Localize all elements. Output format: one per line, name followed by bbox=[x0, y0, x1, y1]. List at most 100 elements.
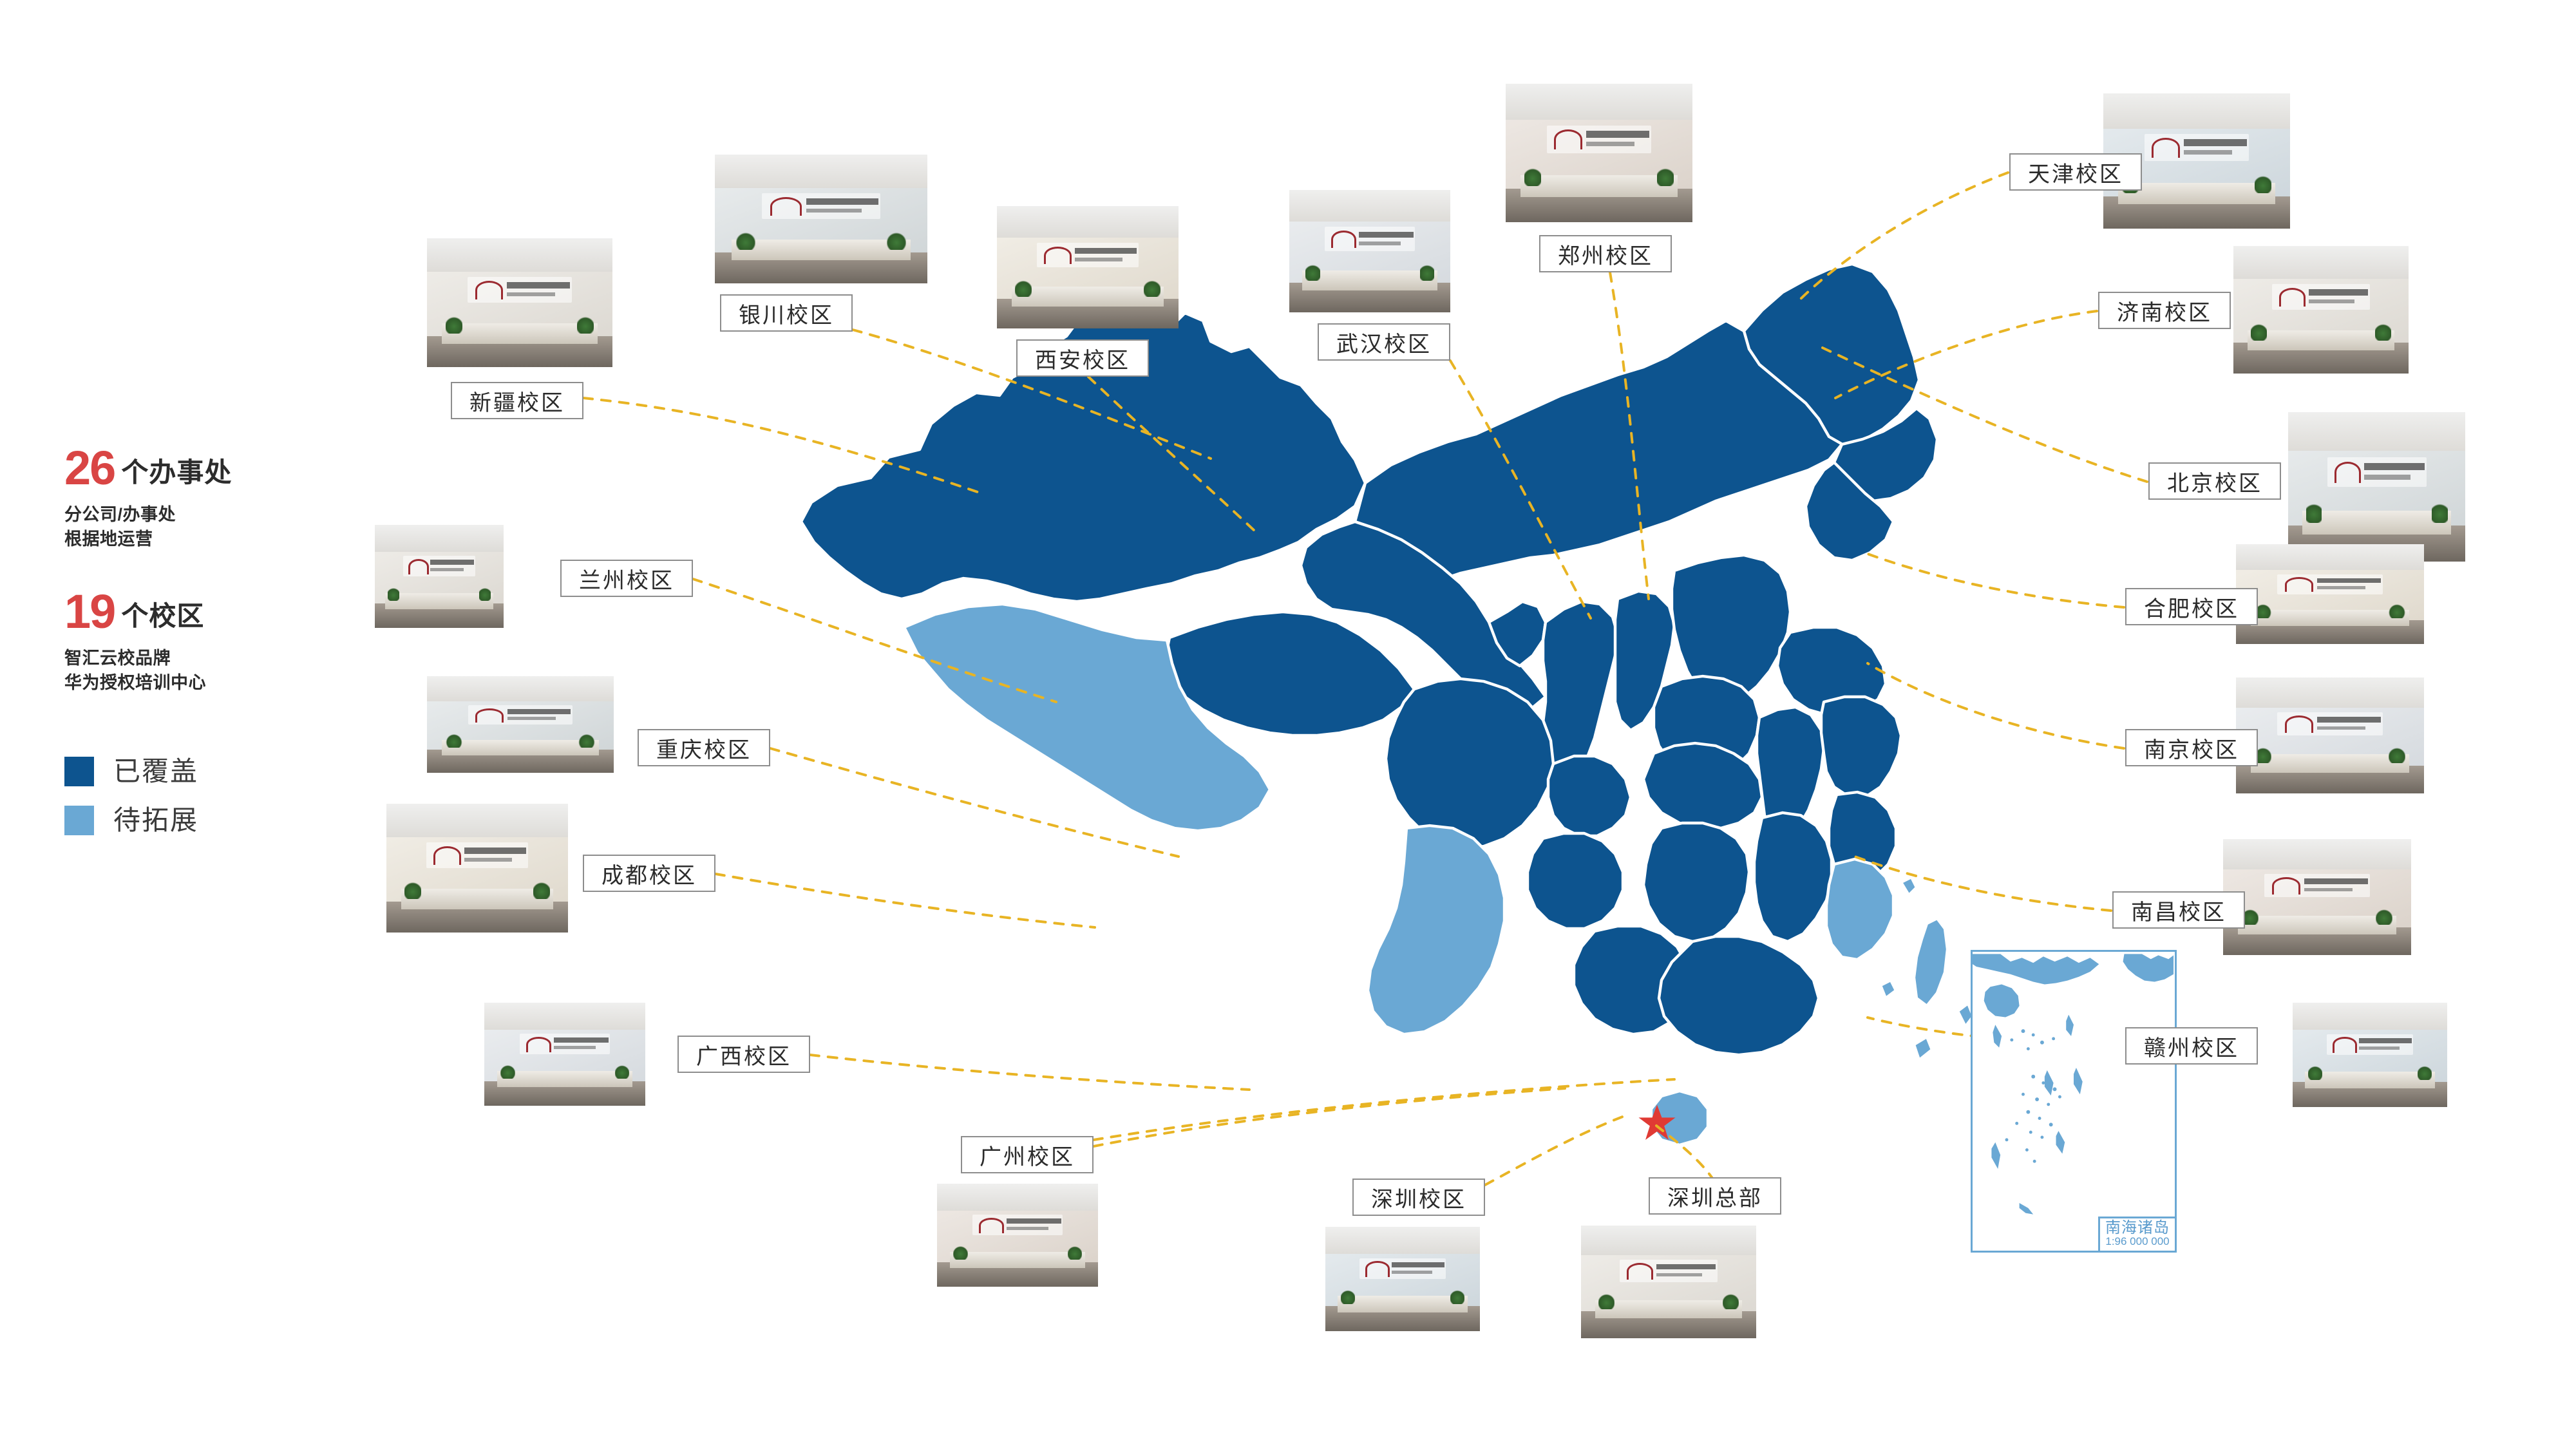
photo-brand-logo-icon bbox=[1044, 246, 1072, 265]
site-photo-nanjing bbox=[2236, 677, 2424, 793]
legend-label-covered: 已覆盖 bbox=[113, 756, 199, 786]
site-label-text: 成都校区 bbox=[601, 863, 697, 888]
photo-sign-text bbox=[553, 1037, 609, 1043]
site-label-text: 赣州校区 bbox=[2144, 1036, 2239, 1061]
photo-plant-left bbox=[1341, 1289, 1355, 1304]
photo-content bbox=[1506, 84, 1692, 222]
photo-plant-left bbox=[446, 734, 463, 748]
site-photo-xinjiang bbox=[427, 238, 612, 367]
site-label-shenzhen[interactable]: 深圳校区 bbox=[1352, 1179, 1485, 1216]
site-photo-chongqing bbox=[427, 676, 614, 773]
photo-plant-right bbox=[578, 734, 595, 748]
photo-brand-logo-icon bbox=[2284, 715, 2313, 733]
photo-plant-right bbox=[1723, 1293, 1739, 1309]
site-label-jinan[interactable]: 济南校区 bbox=[2098, 292, 2231, 329]
photo-content bbox=[427, 676, 614, 773]
site-label-lanzhou[interactable]: 兰州校区 bbox=[560, 560, 693, 597]
islet-c bbox=[1912, 1035, 1934, 1062]
site-label-nanjing[interactable]: 南京校区 bbox=[2125, 729, 2258, 766]
photo-plant-right bbox=[2375, 322, 2391, 341]
site-label-text: 北京校区 bbox=[2167, 471, 2262, 496]
photo-plant-left bbox=[736, 232, 755, 250]
site-label-shenzhenhq[interactable]: 深圳总部 bbox=[1649, 1177, 1781, 1215]
photo-reception-desk bbox=[385, 592, 493, 610]
photo-sign-subtext bbox=[2183, 150, 2233, 155]
site-photo-xian bbox=[997, 206, 1179, 328]
site-label-xinjiang[interactable]: 新疆校区 bbox=[451, 382, 583, 419]
photo-sign-subtext bbox=[507, 717, 556, 720]
site-label-zhengzhou[interactable]: 郑州校区 bbox=[1539, 235, 1672, 272]
photo-ceiling bbox=[2103, 93, 2290, 129]
photo-sign-text bbox=[2364, 462, 2425, 471]
photo-plant-right bbox=[1144, 279, 1160, 297]
province-jiangsu bbox=[1819, 695, 1903, 799]
china-map-svg bbox=[799, 262, 1975, 1147]
south-china-sea-inset: 南海诸岛 1:96 000 000 bbox=[1971, 950, 2177, 1253]
site-label-beijing[interactable]: 北京校区 bbox=[2148, 462, 2281, 500]
site-label-guangzhou[interactable]: 广州校区 bbox=[961, 1136, 1094, 1173]
photo-brand-logo-icon bbox=[526, 1036, 551, 1052]
photo-content bbox=[427, 238, 612, 367]
photo-ceiling bbox=[715, 155, 927, 188]
photo-brand-logo-icon bbox=[2284, 577, 2313, 592]
inset-scale: 1:96 000 000 bbox=[2105, 1235, 2170, 1248]
site-label-text: 济南校区 bbox=[2117, 300, 2212, 325]
province-chongqing bbox=[1546, 754, 1633, 838]
photo-content bbox=[2236, 677, 2424, 793]
photo-plant-left bbox=[953, 1245, 968, 1260]
photo-ceiling bbox=[1506, 84, 1692, 120]
photo-plant-left bbox=[1305, 263, 1320, 281]
photo-sign-subtext bbox=[1358, 241, 1401, 245]
photo-content bbox=[2288, 412, 2465, 562]
province-hebei bbox=[1670, 553, 1792, 709]
photo-plant-right bbox=[479, 587, 491, 601]
province-yunnan bbox=[1366, 824, 1506, 1036]
photo-sign-text bbox=[1358, 231, 1414, 238]
site-label-text: 深圳总部 bbox=[1667, 1186, 1763, 1211]
site-label-wuhan[interactable]: 武汉校区 bbox=[1318, 323, 1450, 361]
photo-sign-subtext bbox=[2359, 1046, 2400, 1050]
photo-content bbox=[937, 1184, 1098, 1287]
photo-brand-logo-icon bbox=[2271, 877, 2300, 895]
photo-plant-right bbox=[1656, 167, 1674, 187]
photo-ceiling bbox=[2293, 1003, 2447, 1030]
site-label-tianjin[interactable]: 天津校区 bbox=[2009, 153, 2142, 191]
site-label-ganzhou[interactable]: 赣州校区 bbox=[2125, 1027, 2258, 1065]
province-hubei bbox=[1642, 741, 1764, 830]
site-label-text: 西安校区 bbox=[1035, 348, 1130, 373]
photo-sign-subtext bbox=[2308, 299, 2354, 304]
photo-ceiling bbox=[937, 1184, 1098, 1211]
legend-item-pending: 待拓展 bbox=[64, 806, 198, 835]
photo-plant-right bbox=[2388, 747, 2405, 764]
site-label-nanchang[interactable]: 南昌校区 bbox=[2112, 891, 2245, 929]
photo-sign-subtext bbox=[1006, 1227, 1048, 1231]
site-photo-beijing bbox=[2288, 412, 2465, 562]
province-xinjiang bbox=[799, 288, 1367, 603]
site-label-guangxi[interactable]: 广西校区 bbox=[677, 1036, 810, 1073]
headquarters-star-icon bbox=[1638, 1104, 1676, 1141]
scs-coastline bbox=[1973, 954, 2174, 1215]
photo-reception-desk bbox=[2302, 511, 2451, 535]
photo-sign-subtext bbox=[506, 292, 555, 297]
photo-sign-text bbox=[2304, 878, 2368, 885]
photo-sign-subtext bbox=[1586, 142, 1635, 147]
site-photo-yinchuan bbox=[715, 155, 927, 283]
site-label-chengdu[interactable]: 成都校区 bbox=[583, 855, 715, 892]
site-photo-hefei bbox=[2236, 544, 2424, 644]
photo-reception-desk bbox=[2247, 330, 2395, 351]
photo-plant-right bbox=[533, 881, 550, 899]
photo-plant-left bbox=[1015, 279, 1032, 297]
site-label-xian[interactable]: 西安校区 bbox=[1016, 339, 1149, 377]
site-label-chongqing[interactable]: 重庆校区 bbox=[638, 729, 770, 766]
photo-brand-logo-icon bbox=[475, 708, 504, 723]
site-label-yinchuan[interactable]: 银川校区 bbox=[720, 294, 853, 332]
photo-reception-desk bbox=[1338, 1295, 1468, 1312]
photo-brand-logo-icon bbox=[770, 197, 802, 216]
photo-brand-logo-icon bbox=[1554, 129, 1583, 149]
province-hunan bbox=[1642, 821, 1751, 943]
photo-ceiling bbox=[1581, 1226, 1756, 1255]
site-label-hefei[interactable]: 合肥校区 bbox=[2125, 588, 2258, 625]
